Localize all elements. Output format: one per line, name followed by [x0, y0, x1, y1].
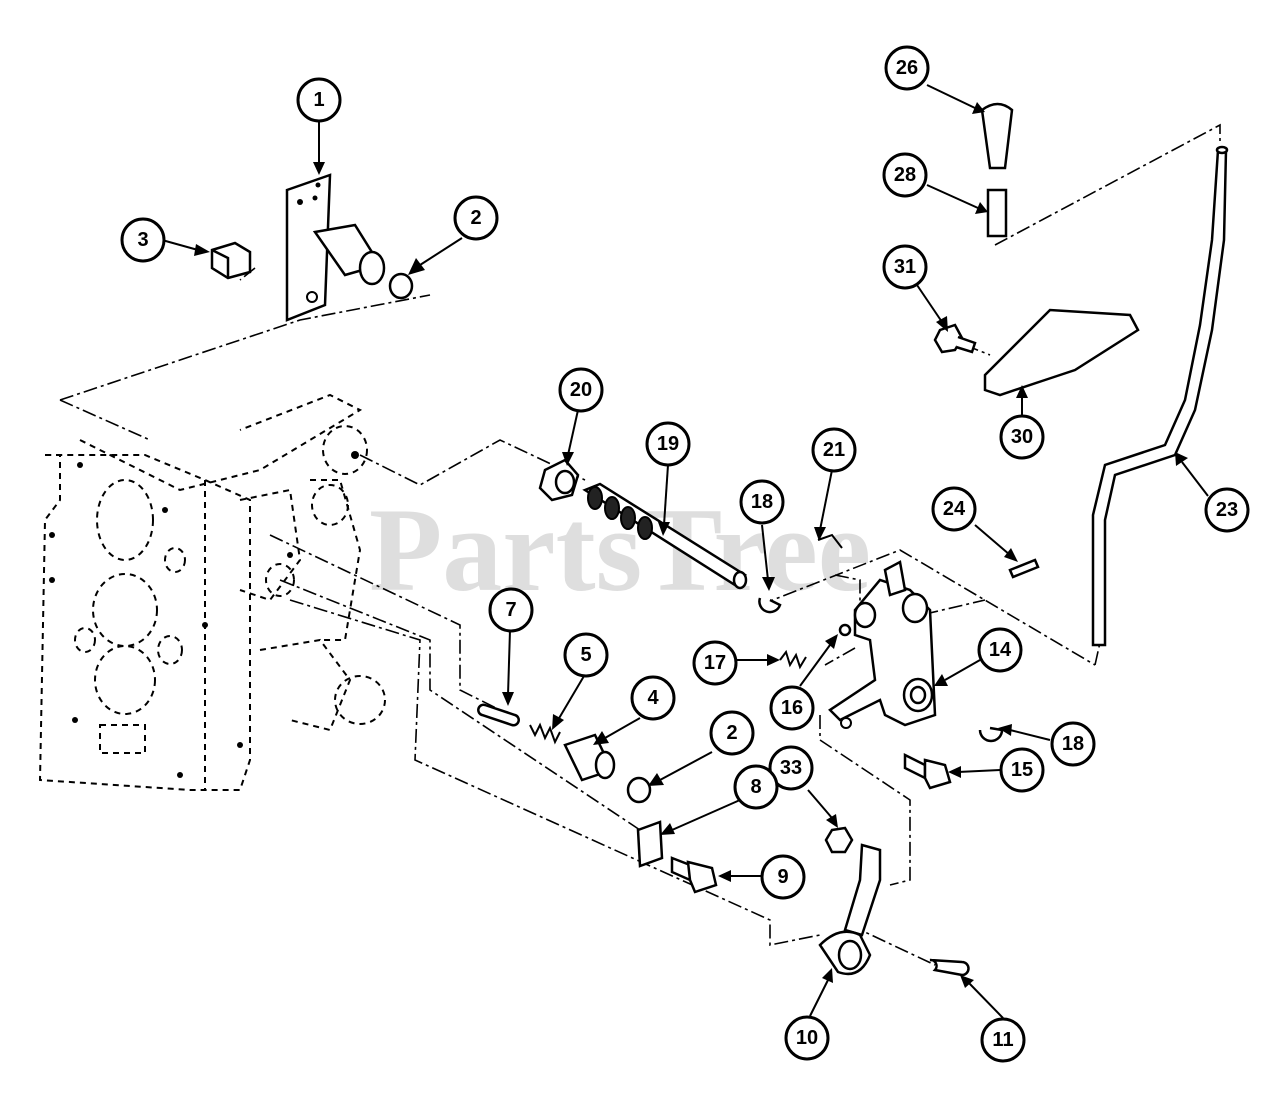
part-18-clip-lower [978, 726, 1004, 743]
svg-text:24: 24 [943, 498, 966, 520]
callout-2-lower: 2 [709, 710, 755, 756]
callout-16: 16 [769, 685, 815, 731]
svg-text:28: 28 [894, 164, 916, 186]
callout-24: 24 [931, 486, 977, 532]
svg-text:3: 3 [137, 229, 148, 251]
svg-text:19: 19 [657, 433, 679, 455]
part-4-plunger [563, 733, 616, 782]
svg-text:18: 18 [751, 491, 773, 513]
callout-18-upper: 18 [739, 479, 785, 525]
callout-15: 15 [999, 747, 1045, 793]
part-20-bushing [538, 458, 580, 502]
part-33-nut [824, 826, 854, 854]
svg-text:33: 33 [780, 757, 802, 779]
callout-3: 3 [120, 217, 166, 263]
callout-8: 8 [733, 764, 779, 810]
svg-text:15: 15 [1011, 759, 1033, 781]
svg-text:2: 2 [726, 722, 737, 744]
callout-30: 30 [999, 414, 1045, 460]
part-15-bolt [903, 752, 952, 790]
svg-text:20: 20 [570, 379, 592, 401]
svg-text:10: 10 [796, 1027, 818, 1049]
part-3-block [210, 241, 252, 280]
svg-text:14: 14 [989, 639, 1012, 661]
part-9-bolt [670, 856, 718, 894]
callout-31: 31 [882, 244, 928, 290]
part-5-spring [529, 722, 561, 745]
svg-text:8: 8 [750, 776, 761, 798]
part-14-lever-housing [828, 560, 937, 729]
callout-28: 28 [882, 152, 928, 198]
part-16-ball [838, 623, 852, 637]
part-24-pin [1008, 558, 1040, 579]
callout-23: 23 [1204, 487, 1250, 533]
callout-14: 14 [977, 627, 1023, 673]
part-2-washer-upper [388, 272, 414, 300]
part-11-pin [929, 958, 970, 977]
part-10-lever-collar [818, 843, 882, 976]
svg-text:31: 31 [894, 256, 916, 278]
callout-9: 9 [760, 854, 806, 900]
part-31-bolt [933, 323, 977, 354]
svg-text:18: 18 [1062, 733, 1084, 755]
svg-text:21: 21 [823, 439, 845, 461]
svg-text:30: 30 [1011, 426, 1033, 448]
callout-7: 7 [488, 587, 534, 633]
part-28-sleeve [986, 188, 1008, 238]
callout-2-upper: 2 [453, 195, 499, 241]
svg-text:17: 17 [704, 652, 726, 674]
svg-text:23: 23 [1216, 499, 1238, 521]
svg-text:2: 2 [470, 207, 481, 229]
callout-33: 33 [768, 745, 814, 791]
part-2-washer-lower [626, 776, 652, 804]
transmission-housing [38, 393, 386, 791]
part-30-plate [983, 308, 1140, 397]
part-19-shift-shaft [582, 482, 748, 590]
part-1-bracket [285, 173, 386, 322]
part-26-knob [980, 102, 1014, 170]
svg-text:11: 11 [992, 1029, 1013, 1051]
assembly-lines [59, 123, 1221, 966]
part-21-spring [817, 533, 843, 549]
callout-26: 26 [884, 45, 930, 91]
svg-text:1: 1 [313, 89, 324, 111]
callout-20: 20 [558, 367, 604, 413]
svg-text:5: 5 [580, 644, 591, 666]
callout-4: 4 [630, 675, 676, 721]
callout-10: 10 [784, 1015, 830, 1061]
svg-text:9: 9 [777, 866, 788, 888]
svg-text:26: 26 [896, 57, 918, 79]
callout-1: 1 [296, 77, 342, 123]
svg-text:4: 4 [647, 687, 659, 709]
callout-11: 11 [980, 1017, 1026, 1063]
part-7-pin [477, 703, 520, 727]
part-23-shift-lever [1091, 145, 1229, 647]
callout-17: 17 [692, 640, 738, 686]
callout-21: 21 [811, 427, 857, 473]
svg-text:7: 7 [505, 599, 516, 621]
part-18-clip-upper [758, 597, 782, 614]
svg-text:16: 16 [781, 697, 803, 719]
part-17-spring [779, 649, 807, 670]
leader-lines [161, 84, 1209, 1019]
callout-19: 19 [645, 421, 691, 467]
part-8-plate [636, 820, 664, 868]
callout-18-lower: 18 [1050, 721, 1096, 767]
callout-5: 5 [563, 632, 609, 678]
